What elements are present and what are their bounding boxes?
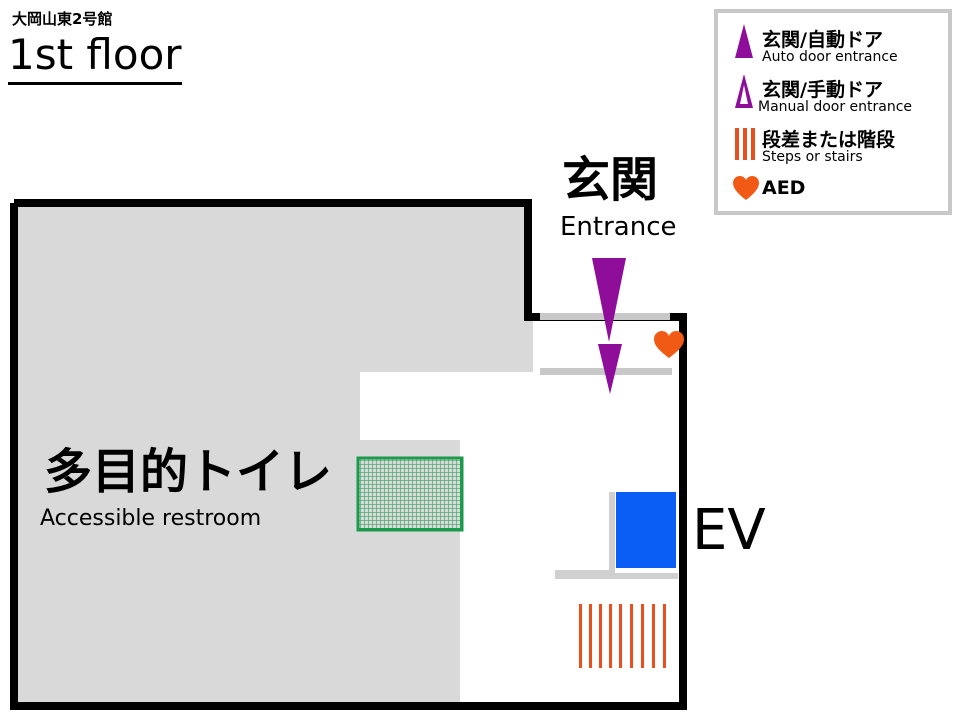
elevator-wall [555,492,615,576]
legend-item-label: 玄関/手動ドア [762,79,883,101]
legend-item-sublabel: Manual door entrance [758,99,913,115]
stairs-icon [579,604,666,668]
restroom-room [14,203,533,706]
legend-item-label: AED [762,177,806,199]
aed-heart-icon [654,331,684,358]
entrance-label-en: Entrance [560,212,677,242]
floor-title: 1st floor [8,30,182,85]
heart-icon [733,176,759,200]
elevator-label: EV [692,498,766,563]
legend-item-label: 玄関/自動ドア [762,29,883,51]
restroom-label-en: Accessible restroom [40,506,262,531]
entrance-arrow-icon [592,258,626,342]
elevator-wall-strip [555,573,678,579]
entrance-label: 玄関 [562,152,659,208]
legend-item-label: 段差または階段 [762,129,896,151]
elevator-box [616,492,676,568]
building-name: 大岡山東2号館 [12,10,113,28]
auto-door-arrow-icon [735,24,753,58]
stairs-icon [735,128,755,160]
legend-item-sublabel: Auto door entrance [762,49,898,65]
manual-door-arrow-icon [735,74,753,108]
restroom-label: 多目的トイレ [44,444,333,500]
legend-item-sublabel: Steps or stairs [762,149,863,165]
restroom-marker [356,456,464,532]
legend: 玄関/自動ドア Auto door entrance 玄関/手動ドア Manua… [714,9,952,215]
outer-wall [10,199,687,710]
entrance-arrow-inner-icon [598,344,622,394]
